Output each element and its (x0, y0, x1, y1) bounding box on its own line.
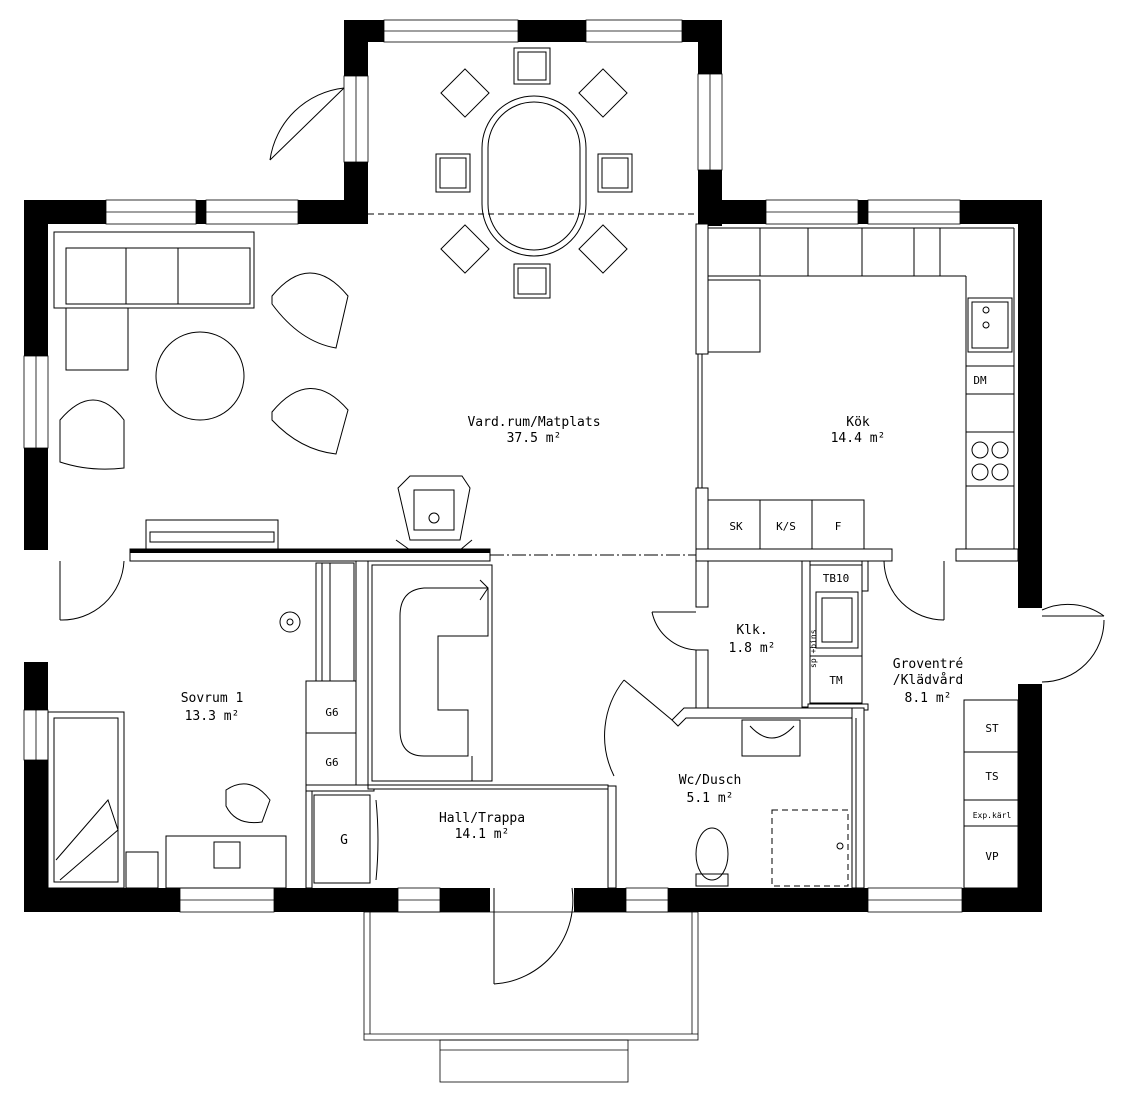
interior-walls (129, 223, 1019, 889)
label-tb10: TB10 (823, 572, 850, 585)
label-vp: VP (985, 850, 999, 863)
room-labels: Vard.rum/Matplats 37.5 m² Kök 14.4 m² So… (181, 415, 964, 842)
dining-area (368, 47, 698, 299)
room-name-hall: Hall/Trappa (439, 811, 525, 826)
wc-fixtures (695, 719, 849, 887)
exterior-walls (24, 20, 1042, 912)
room-name-wc: Wc/Dusch (679, 773, 742, 788)
living-furniture (53, 231, 473, 551)
label-ks: K/S (776, 520, 796, 533)
fixture-labels: DM SK K/S F TB10 TM G6 G6 G ST TS Exp.kä… (325, 374, 1011, 863)
label-st: ST (985, 722, 999, 735)
label-f: F (835, 520, 842, 533)
windows (23, 19, 963, 913)
room-name2-groventre: /Klädvård (893, 673, 963, 688)
klk-groventre-fixtures (809, 564, 1019, 889)
room-area-sovrum: 13.3 m² (185, 709, 240, 724)
room-name-klk: Klk. (736, 623, 767, 638)
bedroom-furniture (47, 562, 371, 889)
room-name-groventre: Groventré (893, 657, 964, 672)
label-dm: DM (973, 374, 987, 387)
label-ts: TS (985, 770, 998, 783)
doors (59, 87, 1105, 985)
label-sk: SK (729, 520, 743, 533)
label-g6-bottom: G6 (325, 756, 338, 769)
room-name-kok: Kök (846, 415, 870, 430)
room-area-klk: 1.8 m² (729, 641, 776, 656)
label-spis: sp.+bins (809, 629, 818, 668)
label-exp-karl: Exp.kärl (973, 811, 1012, 820)
label-tm: TM (829, 674, 843, 687)
room-area-groventre: 8.1 m² (905, 691, 952, 706)
room-area-kok: 14.4 m² (831, 431, 886, 446)
room-name-sovrum: Sovrum 1 (181, 691, 244, 706)
kitchen-fixtures (707, 227, 1015, 550)
room-area-vardrum: 37.5 m² (507, 431, 562, 446)
label-g: G (340, 833, 348, 848)
stair (371, 564, 493, 782)
label-g6-top: G6 (325, 706, 338, 719)
porch (363, 911, 699, 1083)
room-area-hall: 14.1 m² (455, 827, 510, 842)
room-area-wc: 5.1 m² (687, 791, 734, 806)
room-name-vardrum: Vard.rum/Matplats (467, 415, 600, 430)
